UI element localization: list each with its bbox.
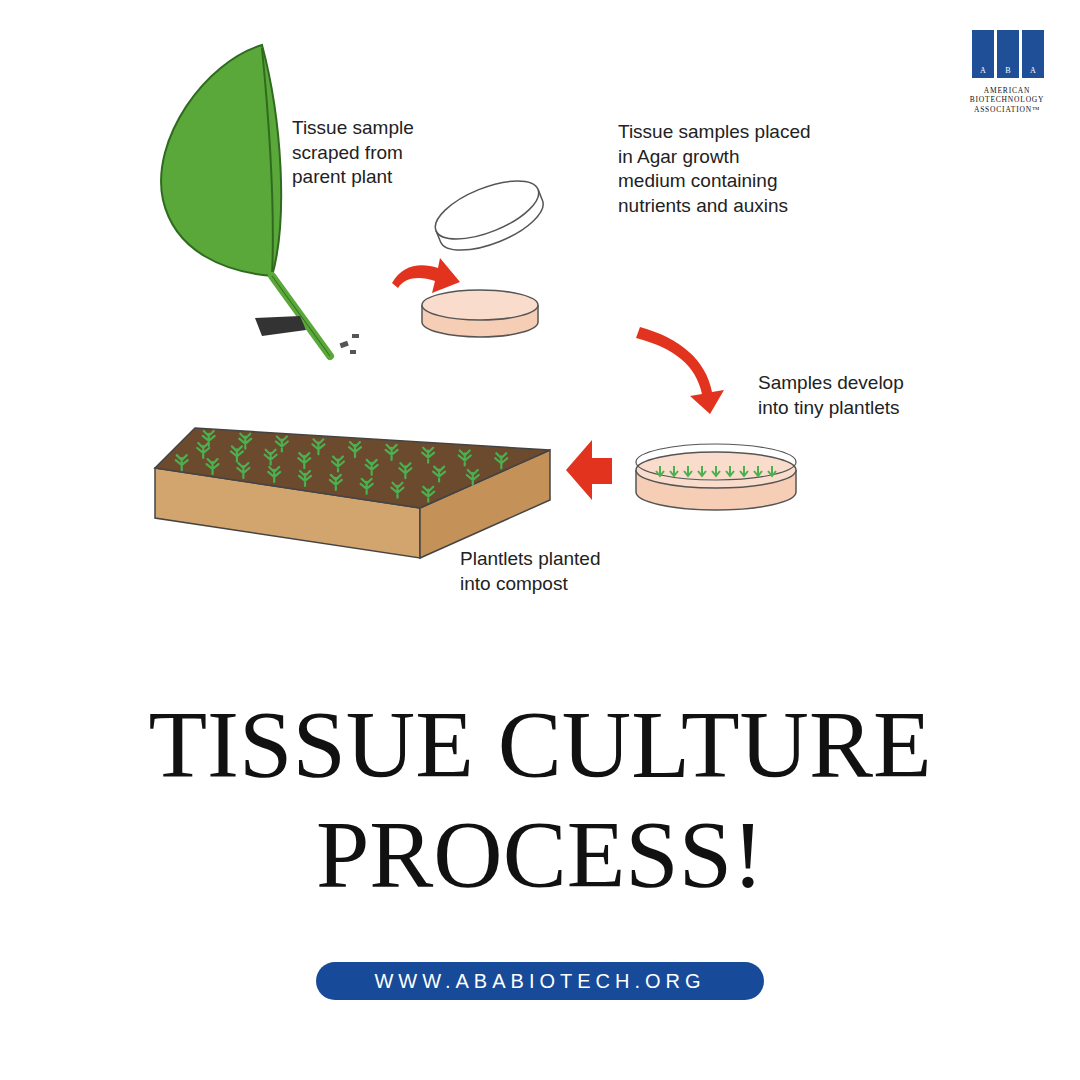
logo-block: A [1022,30,1044,78]
plantlet [495,453,507,468]
step-label: Tissue samples placed in Agar growth med… [618,120,812,219]
step-label: Tissue sample scraped from parent plant [292,116,442,190]
plantlet [207,459,219,474]
plantlet [298,453,310,468]
plantlet [231,446,243,461]
step-label: Plantlets planted into compost [460,547,620,596]
plantlet [312,439,324,454]
plantlet [391,483,403,498]
plantlet [698,466,706,476]
leaf [161,45,330,356]
plantlet [399,463,411,478]
logo-letter: B [1005,67,1010,75]
plantlet [684,466,692,476]
petri-dish [422,169,551,337]
scalpel [255,316,359,354]
url-pill: WWW.ABABIOTECH.ORG [316,962,764,1000]
plantlet [265,450,277,465]
plantlet [712,466,720,476]
plantlet [299,471,311,486]
plantlet [176,455,188,470]
plantlet [361,479,373,494]
plantlet [754,466,762,476]
plantlet [459,450,471,465]
plantlet [740,466,748,476]
plantlet [422,448,434,463]
logo-letter: A [1030,67,1036,75]
url-text: WWW.ABABIOTECH.ORG [374,970,705,993]
plantlet [237,463,249,478]
logo-letter: A [980,67,986,75]
compost-tray [155,428,550,558]
page-title: TISSUE CULTURE PROCESS! [90,690,990,910]
logo-block: B [997,30,1019,78]
petri-dish-plantlets [636,444,796,510]
plantlet [726,466,734,476]
plantlet [276,437,288,452]
plantlet [332,457,344,472]
plantlet [268,467,280,482]
plantlet [386,445,398,460]
plantlet [768,466,776,476]
plantlet [670,466,678,476]
plantlet [467,470,479,485]
logo-name: AMERICAN BIOTECHNOLOGY ASSOCIATION™ [955,86,1059,114]
plantlet [433,467,445,482]
plantlet [366,460,378,475]
plantlet [330,475,342,490]
plantlet [349,442,361,457]
process-arrow [392,258,724,500]
logo-block: A [972,30,994,78]
plantlet [197,443,209,458]
step-label: Samples develop into tiny plantlets [758,371,923,420]
plantlet [656,466,664,476]
plantlet [422,487,434,502]
